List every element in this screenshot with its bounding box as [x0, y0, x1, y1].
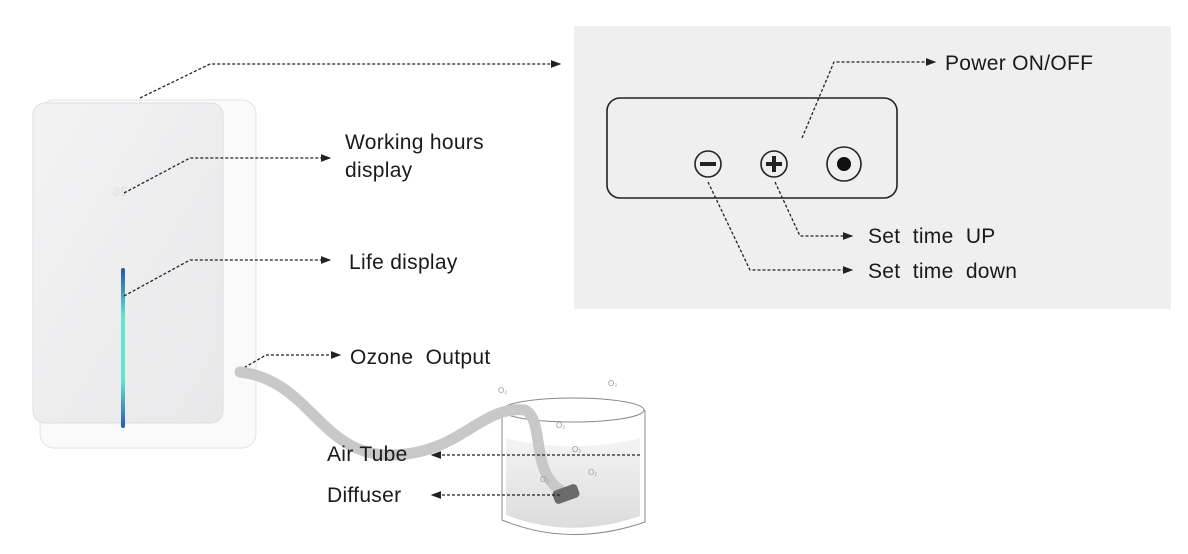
life-display-leader-line	[123, 256, 332, 297]
water-container	[501, 397, 646, 535]
working-hours-label-line1: Working hours	[345, 131, 484, 154]
power-label: Power ON/OFF	[945, 52, 1093, 75]
life-indicator-bar	[121, 268, 125, 428]
ozone-output-label: Ozone Output	[350, 346, 490, 369]
plus-icon	[760, 150, 788, 178]
diffuser-label: Diffuser	[327, 484, 401, 507]
control-panel-background	[574, 26, 1171, 309]
bubble-label: O₂	[556, 421, 565, 430]
control-panel-outline	[606, 97, 898, 199]
air-tube	[234, 366, 566, 496]
minus-button[interactable]	[694, 150, 722, 178]
bubble-label: O₂	[540, 475, 549, 484]
diffuser-stone	[552, 484, 580, 504]
power-icon	[826, 146, 862, 182]
bubble-label: O₂	[588, 468, 597, 477]
device-to-panel-leader-line	[139, 60, 562, 99]
ozone-device: 38	[32, 99, 257, 449]
set-down-leader-line	[707, 181, 854, 274]
set-time-down-label: Set time down	[868, 260, 1017, 283]
bubble-label: O₂	[608, 379, 617, 388]
plus-button[interactable]	[760, 150, 788, 178]
bubble-label: O₂	[498, 386, 507, 395]
air-tube-label: Air Tube	[327, 443, 408, 466]
working-hours-display: 38	[113, 184, 127, 199]
power-leader-line	[801, 58, 937, 139]
bubble-label: O₂	[572, 445, 581, 454]
minus-icon	[694, 150, 722, 178]
ozone-output-leader-line	[239, 351, 342, 371]
working-hours-label-line2: display	[345, 159, 413, 182]
set-time-up-label: Set time UP	[868, 225, 996, 248]
power-button[interactable]	[826, 146, 862, 182]
life-display-label: Life display	[349, 251, 458, 274]
